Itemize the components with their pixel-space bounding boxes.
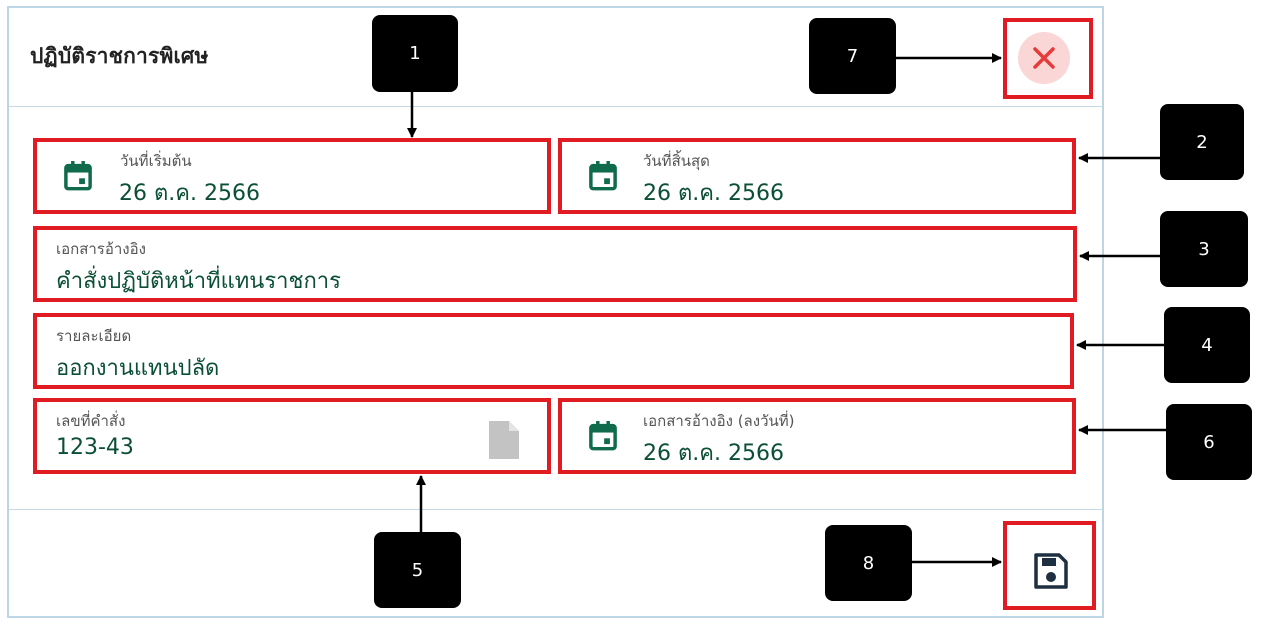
reference-date-field[interactable]: เอกสารอ้างอิง (ลงวันที่) 26 ต.ค. 2566 [561,401,1073,474]
calendar-icon [589,161,617,191]
details-field[interactable]: รายละเอียด ออกงานแทนปลัด [36,316,1071,389]
order-number-value: 123-43 [56,435,134,460]
highlight-start-date [33,138,551,214]
highlight-save-button [1003,521,1096,610]
highlight-reference-document [33,226,1077,302]
footer-divider [9,509,1102,510]
start-date-label: วันที่เริ่มต้น [120,152,192,170]
highlight-close-button [1003,18,1093,99]
highlight-details [33,313,1074,389]
highlight-reference-date [558,398,1076,474]
highlight-order-number [33,398,551,474]
details-value: ออกงานแทนปลัด [56,356,220,381]
annotation-badge-8: 8 [825,525,912,601]
close-icon [1033,47,1055,69]
highlight-end-date [558,138,1076,214]
reference-document-field[interactable]: เอกสารอ้างอิง คำสั่งปฏิบัติหน้าที่แทนราช… [36,229,1074,302]
annotation-badge-4: 4 [1164,307,1250,383]
order-number-label: เลขที่คำสั่ง [56,412,126,430]
reference-date-label: เอกสารอ้างอิง (ลงวันที่) [643,412,795,430]
end-date-value: 26 ต.ค. 2566 [643,181,784,206]
save-icon [1034,553,1068,589]
reference-document-label: เอกสารอ้างอิง [56,240,146,258]
save-button[interactable] [1028,549,1072,593]
dialog-title: ปฏิบัติราชการพิเศษ [30,44,209,68]
calendar-icon [64,161,92,191]
start-date-field[interactable]: วันที่เริ่มต้น 26 ต.ค. 2566 [36,141,548,214]
annotation-badge-5: 5 [374,532,461,608]
annotation-badge-7: 7 [809,18,896,94]
reference-date-value: 26 ต.ค. 2566 [643,441,784,466]
end-date-label: วันที่สิ้นสุด [643,152,710,170]
details-label: รายละเอียด [56,327,132,345]
annotation-badge-2: 2 [1160,104,1244,180]
file-icon[interactable] [486,419,522,461]
annotation-badge-3: 3 [1160,211,1248,287]
calendar-icon [589,421,617,451]
reference-document-value: คำสั่งปฏิบัติหน้าที่แทนราชการ [56,269,341,294]
start-date-value: 26 ต.ค. 2566 [119,181,260,206]
special-duty-dialog [7,6,1104,618]
annotation-badge-6: 6 [1166,404,1252,480]
header-divider [9,106,1102,107]
close-button[interactable] [1018,32,1070,84]
annotation-badge-1: 1 [372,15,458,92]
